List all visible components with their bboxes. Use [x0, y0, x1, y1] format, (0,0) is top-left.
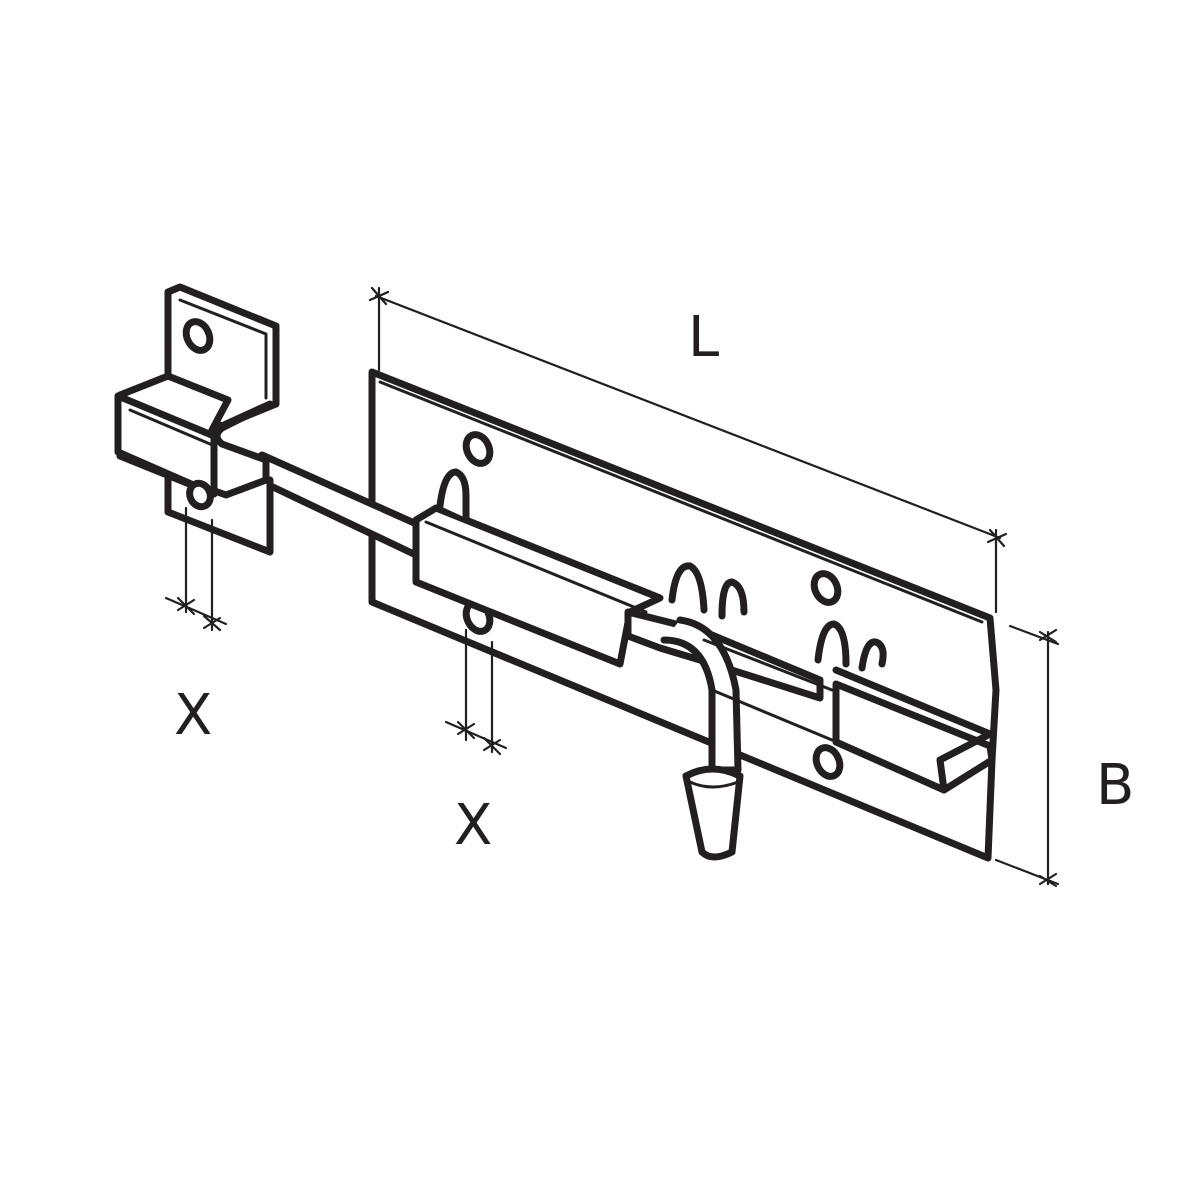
dimension-x-keeper: [164, 506, 228, 632]
dimension-l: [368, 286, 1008, 614]
dimension-label-keeper-offset: X: [174, 683, 213, 748]
dimension-b: [994, 624, 1060, 888]
dimension-x-plate: [444, 628, 508, 756]
keeper-staple: [114, 283, 280, 556]
bolt-handle: [624, 562, 887, 861]
bolt-housing: [412, 468, 996, 794]
back-plate: [368, 368, 1000, 862]
dimension-label-plate-offset: X: [454, 793, 493, 858]
dimension-label-length: L: [688, 305, 720, 370]
dimension-label-width: B: [1096, 753, 1135, 818]
